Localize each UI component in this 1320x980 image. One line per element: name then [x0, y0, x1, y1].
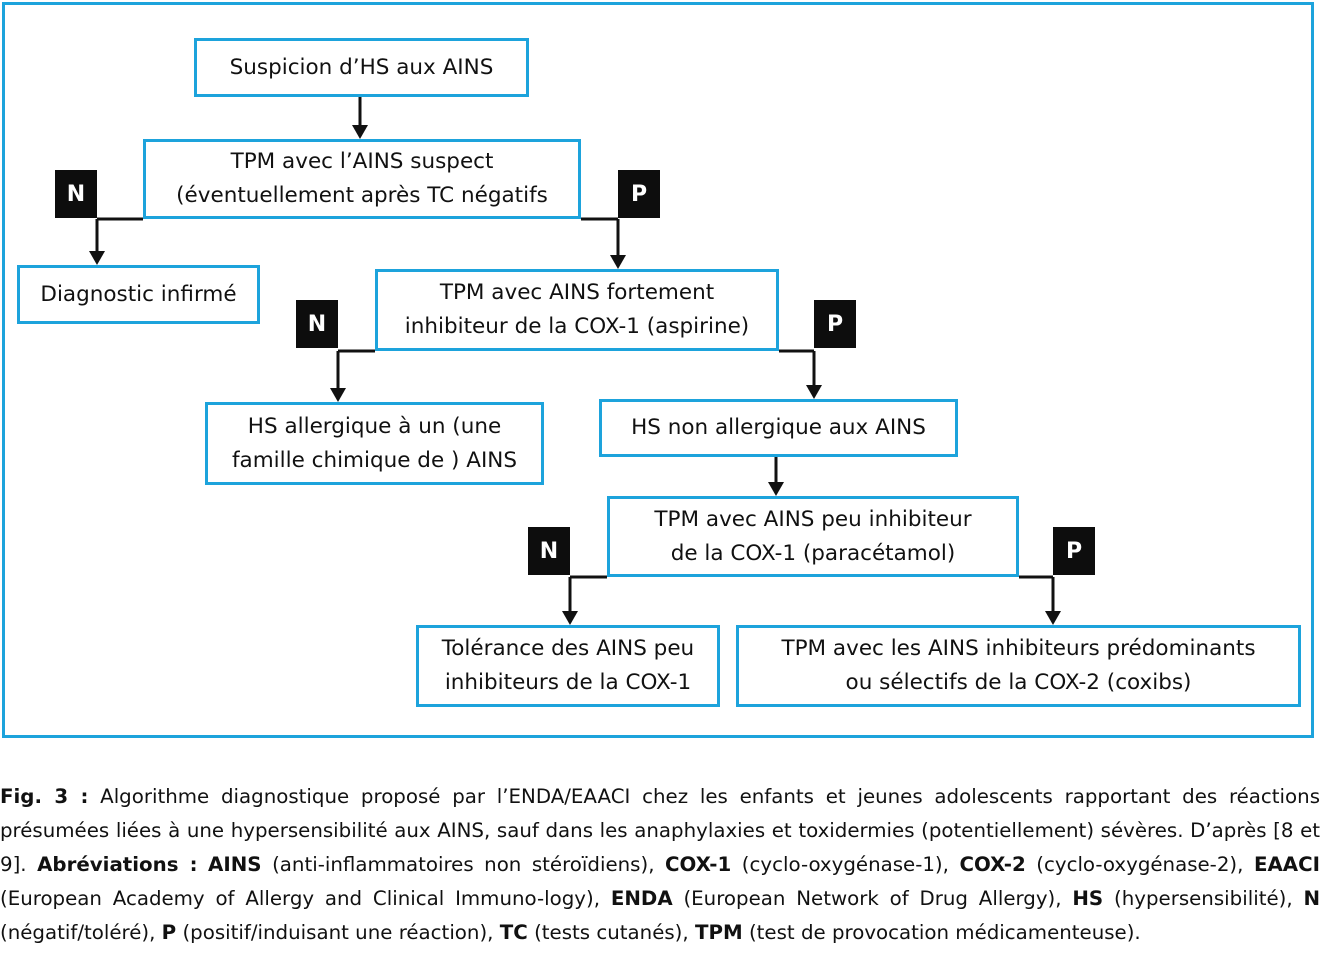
abbr-def: (anti-inflammatoires non stéroïdiens): [272, 853, 649, 876]
abbr-term: P: [161, 921, 177, 944]
abbr-def: (négatif/toléré): [0, 921, 150, 944]
figure-caption: Fig. 3 : Algorithme diagnostique proposé…: [0, 785, 1320, 944]
node-diagnostic-infirme: Diagnostic infirmé: [17, 265, 260, 324]
abbr-term: HS: [1072, 887, 1104, 910]
caption-abbr-label: Abréviations :: [37, 853, 198, 876]
abbr-term: TPM: [694, 921, 743, 944]
node-tolerance: Tolérance des AINS peu inhibiteurs de la…: [416, 625, 720, 707]
abbr-def: (European Network of Drug Allergy): [683, 887, 1056, 910]
node-hs-non-allergique: HS non allergique aux AINS: [599, 399, 958, 457]
abbr-term: AINS: [208, 853, 262, 876]
diagram-frame: [2, 2, 1314, 738]
abbr-def: (cyclo-oxygénase-2): [1036, 853, 1238, 876]
tag-p-1: P: [618, 170, 660, 218]
abbr-def: (cyclo-oxygénase-1): [741, 853, 943, 876]
abbr-def: (European Academy of Allergy and Clinica…: [0, 887, 594, 910]
node-tpm-suspect: TPM avec l’AINS suspect (éventuellement …: [143, 139, 581, 219]
arrow-p1-head: [610, 255, 626, 269]
abbr-term: EAACI: [1253, 853, 1320, 876]
arrow-n1-head: [89, 251, 105, 265]
node-tpm-cox1-fort: TPM avec AINS fortement inhibiteur de la…: [375, 269, 779, 351]
arrow-suspicion-head: [352, 125, 368, 139]
tag-p-3: P: [1053, 527, 1095, 575]
arrow-n2-head: [330, 388, 346, 402]
node-tpm-cox1-peu: TPM avec AINS peu inhibiteur de la COX-1…: [607, 496, 1019, 577]
caption-text: Algorithme diagnostique proposé par l’EN…: [0, 785, 1320, 876]
abbr-term: N: [1303, 887, 1320, 910]
abbr-def: (tests cutanés): [534, 921, 683, 944]
arrow-hs-non-allergique-head: [768, 482, 784, 496]
arrow-p2-head: [806, 385, 822, 399]
arrow-p3-head: [1045, 611, 1061, 625]
caption-label: Fig. 3 :: [0, 785, 89, 808]
abbr-term: ENDA: [610, 887, 673, 910]
abbr-term: TC: [499, 921, 528, 944]
abbr-def: (test de provocation médicamenteuse).: [748, 921, 1141, 944]
tag-n-3: N: [528, 527, 570, 575]
tag-n-1: N: [55, 170, 97, 218]
tag-n-2: N: [296, 300, 338, 348]
arrow-n3-head: [562, 611, 578, 625]
node-tpm-cox2: TPM avec les AINS inhibiteurs prédominan…: [736, 625, 1301, 707]
node-hs-allergique: HS allergique à un (une famille chimique…: [205, 402, 544, 485]
abbr-term: COX-2: [959, 853, 1026, 876]
abbr-def: (hypersensibilité): [1114, 887, 1287, 910]
tag-p-2: P: [814, 300, 856, 348]
abbr-term: COX-1: [665, 853, 732, 876]
node-suspicion: Suspicion d’HS aux AINS: [194, 38, 529, 97]
abbr-def: (positif/induisant une réaction): [182, 921, 488, 944]
